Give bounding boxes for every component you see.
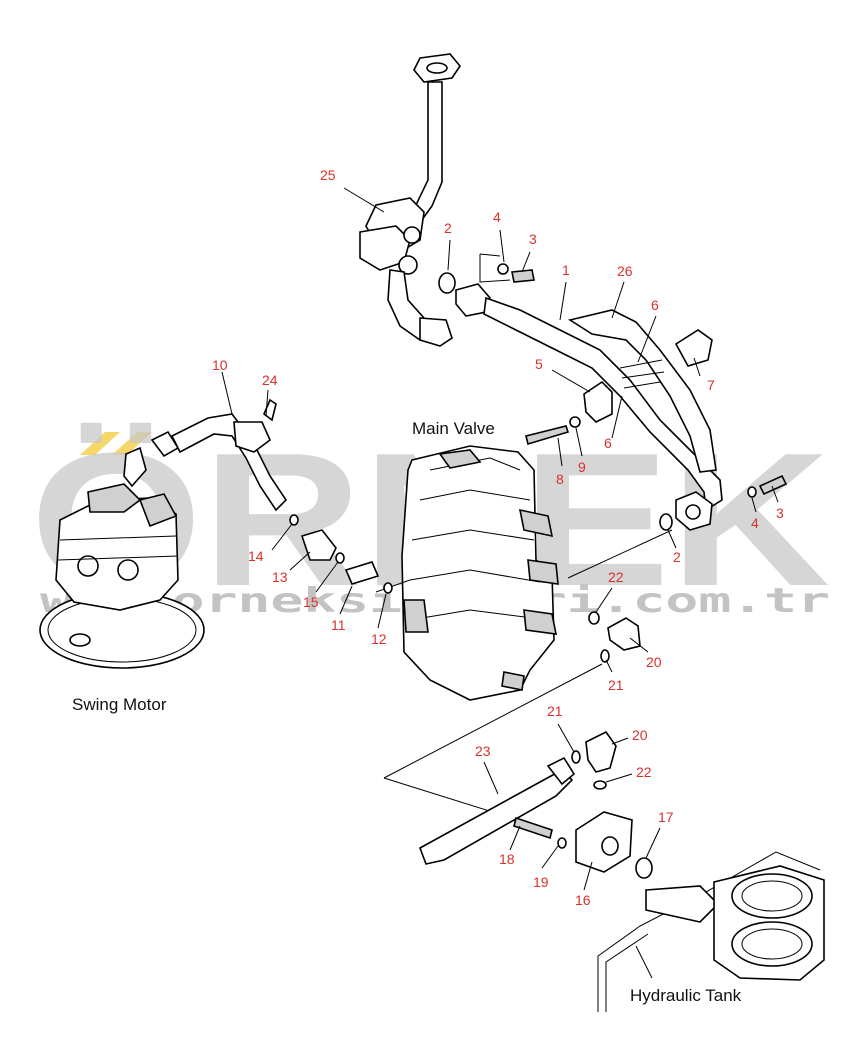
label-main-valve: Main Valve <box>412 419 495 438</box>
o-ring-right <box>659 513 673 531</box>
label-swing-motor: Swing Motor <box>72 695 167 714</box>
o-ring-21b <box>571 750 581 764</box>
callout-12: 12 <box>371 631 387 647</box>
callout-26: 26 <box>617 263 633 279</box>
bolt-8 <box>525 425 570 446</box>
clamp-7 <box>674 329 713 367</box>
callout-15: 15 <box>303 594 319 610</box>
swing-motor-body <box>39 446 205 669</box>
hydraulic-tank <box>597 851 825 1012</box>
o-ring-17 <box>635 857 653 879</box>
callout-21-upper: 21 <box>608 677 624 693</box>
callout-6-upper: 6 <box>651 297 659 313</box>
o-ring-upper <box>438 272 456 294</box>
hose-23-end <box>546 756 576 786</box>
callout-20-lower: 20 <box>632 727 648 743</box>
callout-numbers: 1 2 2 3 3 4 4 5 6 6 7 8 9 10 11 12 13 14… <box>212 167 784 908</box>
elbow-fitting-20b <box>585 730 617 773</box>
callout-25: 25 <box>320 167 336 183</box>
callout-8: 8 <box>556 471 564 487</box>
callout-1: 1 <box>562 262 570 278</box>
washer-19 <box>557 837 567 849</box>
callout-19: 19 <box>533 874 549 890</box>
block-16-port <box>601 836 619 856</box>
label-hydraulic-tank: Hydraulic Tank <box>630 986 742 1005</box>
callout-6-lower: 6 <box>604 435 612 451</box>
callout-23: 23 <box>475 743 491 759</box>
callout-2-upper: 2 <box>444 220 452 236</box>
main-hose-assembly <box>455 283 723 531</box>
swing-hose-assembly <box>150 398 288 512</box>
callout-22-upper: 22 <box>608 569 624 585</box>
callout-24: 24 <box>262 372 278 388</box>
clamp-5 <box>583 380 613 423</box>
o-ring-12 <box>383 582 393 594</box>
hose-23 <box>419 769 574 865</box>
bolt-18 <box>513 816 553 840</box>
callout-17: 17 <box>658 809 674 825</box>
callout-3-right: 3 <box>776 505 784 521</box>
bolt-upper <box>497 263 535 283</box>
callout-22-lower: 22 <box>636 764 652 780</box>
callout-18: 18 <box>499 851 515 867</box>
callout-4-upper: 4 <box>493 209 501 225</box>
adapter-13 <box>300 529 337 561</box>
pipe-11 <box>344 561 380 585</box>
callout-16: 16 <box>575 892 591 908</box>
callout-10: 10 <box>212 357 228 373</box>
watermark-accent-mark <box>80 432 152 455</box>
callout-2-right: 2 <box>673 549 681 565</box>
o-ring-22a <box>588 611 600 625</box>
callout-9: 9 <box>578 459 586 475</box>
main-valve-body <box>401 445 559 701</box>
o-ring-22b <box>593 780 607 790</box>
o-ring-21a <box>600 649 610 663</box>
callout-13: 13 <box>272 569 288 585</box>
suction-pipe-assembly <box>359 53 461 347</box>
washer-9 <box>569 416 581 428</box>
callout-11: 11 <box>331 617 346 633</box>
callout-7: 7 <box>707 377 715 393</box>
bolt-right <box>747 474 788 498</box>
callout-21-lower: 21 <box>547 703 563 719</box>
callout-3-upper: 3 <box>529 231 537 247</box>
o-ring-15 <box>335 552 345 564</box>
callout-4-right: 4 <box>751 515 759 531</box>
callout-leaders <box>221 187 779 891</box>
callout-14: 14 <box>248 548 264 564</box>
callout-5: 5 <box>535 356 543 372</box>
o-ring-14 <box>289 514 299 526</box>
callout-20-upper: 20 <box>646 654 662 670</box>
leader-line-upper <box>375 529 673 593</box>
